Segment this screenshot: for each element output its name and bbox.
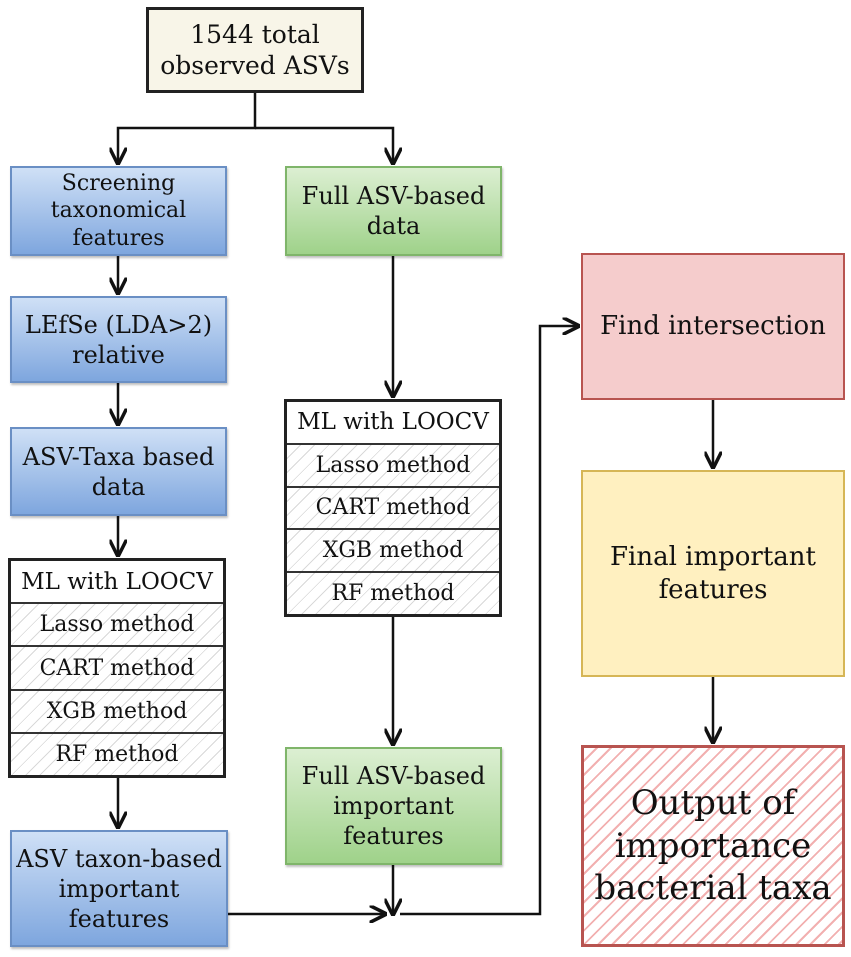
asv-taxon-important-node: ASV taxon-based important features bbox=[10, 830, 228, 947]
output-node-label: Output of importance bacterial taxa bbox=[594, 783, 832, 909]
full-asv-node: Full ASV-based data bbox=[285, 166, 502, 256]
ml-list-right-header: ML with LOOCV bbox=[287, 402, 499, 443]
ml-list-right-item: RF method bbox=[287, 571, 499, 614]
lefse-node: LEfSe (LDA>2) relative bbox=[10, 296, 227, 383]
start-node-label: 1544 total observed ASVs bbox=[160, 19, 350, 80]
ml-list-right: ML with LOOCV Lasso method CART method X… bbox=[284, 399, 502, 617]
ml-list-right-item: Lasso method bbox=[287, 442, 499, 486]
lefse-node-label: LEfSe (LDA>2) relative bbox=[24, 310, 213, 369]
full-asv-node-label: Full ASV-based data bbox=[301, 182, 486, 240]
ml-list-left-item: RF method bbox=[11, 731, 223, 776]
arrow-start-to-full-asv bbox=[255, 126, 393, 163]
ml-list-left-header: ML with LOOCV bbox=[11, 561, 223, 603]
arrow-merge-to-intersection bbox=[400, 326, 578, 916]
ml-list-left-item: XGB method bbox=[11, 688, 223, 732]
full-asv-important-node-label: Full ASV-based important features bbox=[301, 762, 486, 850]
intersection-node: Find intersection bbox=[581, 253, 845, 400]
ml-list-left: ML with LOOCV Lasso method CART method X… bbox=[8, 558, 226, 778]
asv-taxa-node: ASV-Taxa based data bbox=[10, 427, 227, 516]
final-features-node: Final important features bbox=[581, 470, 845, 677]
asv-taxa-node-label: ASV-Taxa based data bbox=[22, 442, 215, 501]
ml-list-right-item: XGB method bbox=[287, 528, 499, 572]
intersection-node-label: Find intersection bbox=[600, 311, 826, 342]
full-asv-important-node: Full ASV-based important features bbox=[285, 747, 502, 865]
ml-list-left-item: Lasso method bbox=[11, 602, 223, 646]
start-node: 1544 total observed ASVs bbox=[146, 7, 364, 93]
arrow-start-split bbox=[118, 93, 257, 163]
screening-node: Screening taxonomical features bbox=[10, 166, 227, 256]
asv-taxon-important-node-label: ASV taxon-based important features bbox=[16, 844, 222, 933]
ml-list-right-item: CART method bbox=[287, 485, 499, 529]
output-node: Output of importance bacterial taxa bbox=[581, 745, 845, 947]
final-features-node-label: Final important features bbox=[609, 542, 817, 605]
screening-node-label: Screening taxonomical features bbox=[50, 170, 187, 251]
ml-list-left-item: CART method bbox=[11, 645, 223, 689]
